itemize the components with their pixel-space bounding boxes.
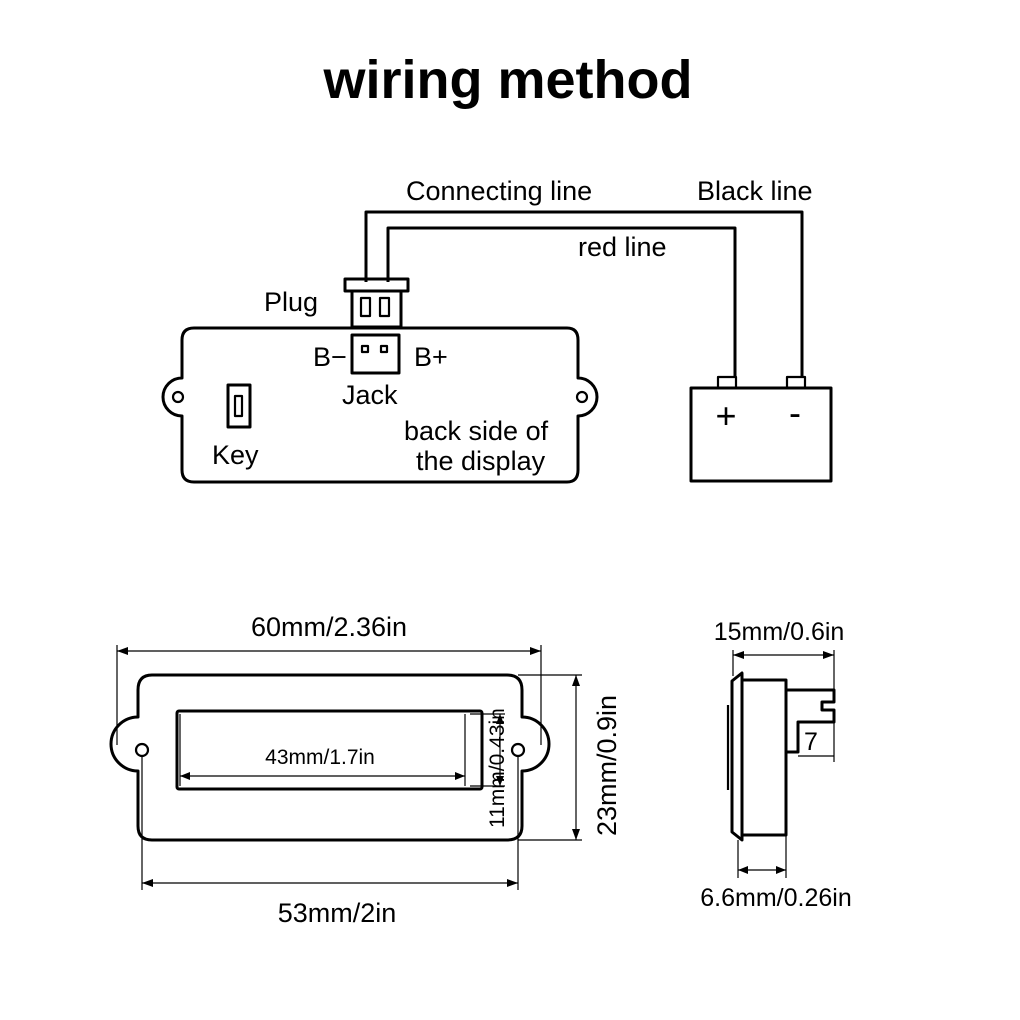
plug-label: Plug: [264, 287, 318, 317]
battery-minus-label: -: [789, 392, 801, 433]
plug: [343, 277, 410, 329]
black-line-label: Black line: [697, 176, 813, 206]
screen-width-dimension: [179, 714, 466, 786]
connecting-line-label: Connecting line: [406, 176, 592, 206]
depth-label: 15mm/0.6in: [714, 618, 845, 646]
screen-height-label: 11mm/0.43in: [486, 708, 509, 828]
back-side-label-line2: the display: [416, 446, 546, 476]
jack: [350, 333, 401, 375]
overall-width-dimension: [116, 645, 542, 745]
display-front-panel: [109, 673, 551, 842]
page-title: wiring method: [323, 50, 693, 110]
side-view: [726, 671, 836, 842]
depth-dimension: [732, 650, 835, 690]
hole-spacing-dimension: [141, 755, 519, 890]
jack-label: Jack: [342, 380, 398, 410]
red-wire: [386, 226, 737, 378]
screen-width-label: 43mm/1.7in: [265, 746, 375, 769]
battery-plus-label: +: [715, 395, 736, 436]
overall-height-label: 23mm/0.9in: [592, 695, 622, 836]
lcd-window: [175, 709, 484, 791]
back-side-label-line1: back side of: [404, 416, 549, 446]
bezel-depth-dimension: [737, 835, 787, 878]
mounting-hole-left: [171, 390, 185, 404]
key-label: Key: [212, 440, 259, 470]
overall-height-dimension: [518, 674, 582, 841]
plug-depth-label: 7: [804, 728, 818, 756]
bezel-depth-label: 6.6mm/0.26in: [700, 884, 851, 912]
battery: [689, 375, 833, 483]
plug-depth-dimension: [798, 722, 835, 762]
black-wire: [364, 210, 804, 378]
b-plus-label: B+: [414, 342, 448, 372]
display-back-panel: [161, 326, 599, 484]
overall-width-label: 60mm/2.36in: [251, 612, 407, 642]
b-minus-label: B−: [313, 342, 347, 372]
red-line-label: red line: [578, 232, 667, 262]
screen-height-dimension: [470, 713, 505, 787]
front-hole-left: [134, 742, 150, 758]
front-hole-right: [510, 742, 526, 758]
key-switch: [226, 383, 252, 429]
mounting-hole-right: [575, 390, 589, 404]
hole-spacing-label: 53mm/2in: [278, 898, 397, 928]
